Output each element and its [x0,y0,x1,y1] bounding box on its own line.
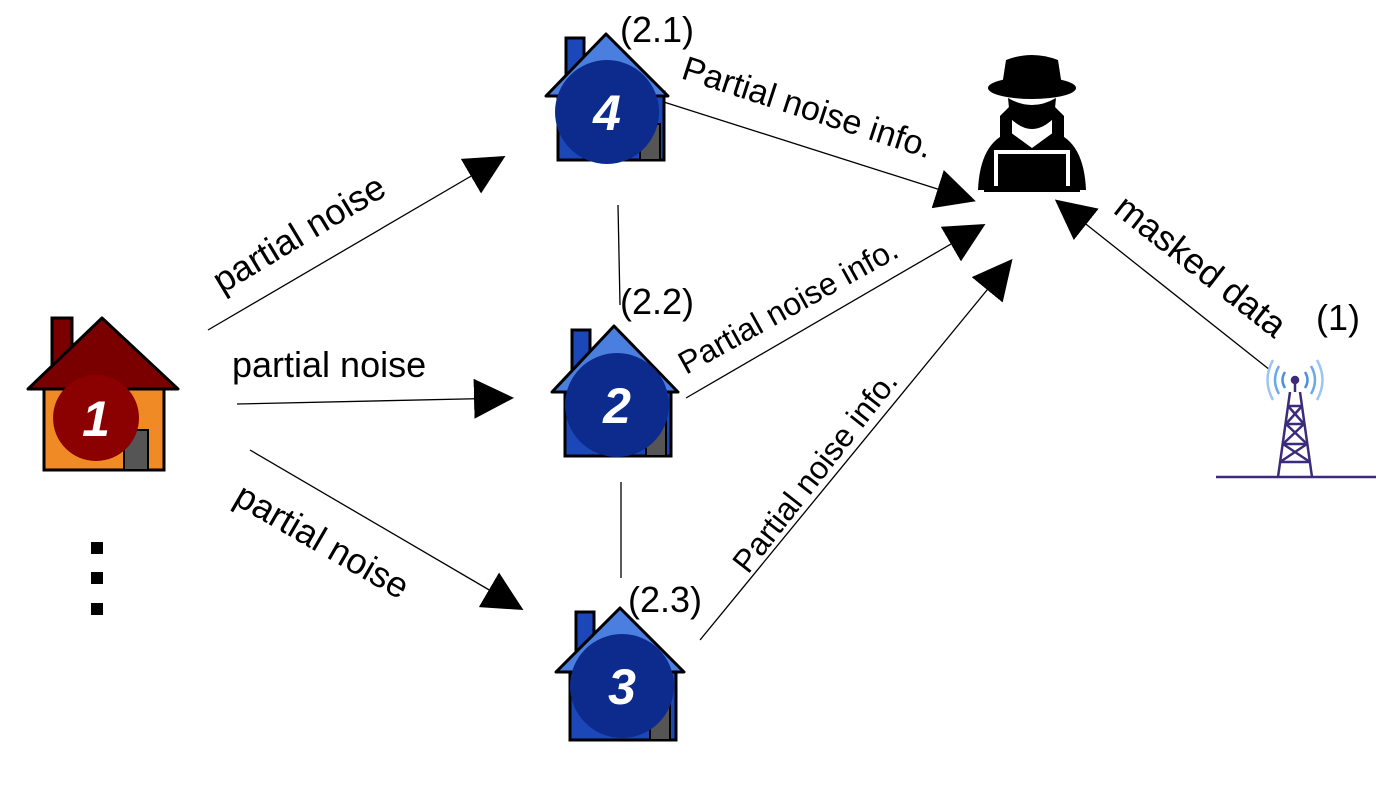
house-2-badge [565,353,669,457]
arrow-h3-to-attacker [699,258,1013,641]
label-h3-noise-info: Partial noise info. [725,364,904,580]
step-label-h2: (2.2) [620,281,694,322]
house-1: 1 [26,316,180,472]
label-h2-noise-info: Partial noise info. [672,231,904,381]
arrow-to-h3 [249,449,524,611]
label-h4-noise-info: Partial noise info. [678,49,938,166]
house-2: 2 [550,324,680,458]
house-3: 3 [554,606,686,742]
house-3-badge [570,634,674,738]
label-partial-noise-to-h4: partial noise [205,166,393,301]
arrow-tower-to-attacker [1054,199,1271,371]
step-label-tower: (1) [1316,297,1360,338]
house-2-number: 2 [602,378,631,434]
arrow-h2-to-attacker [685,223,986,399]
link-h4-h2 [617,204,621,306]
house-4: 4 [544,32,670,164]
label-masked-data: masked data [1107,186,1295,346]
arrow-to-h4 [207,155,506,331]
house-4-number: 4 [592,85,621,141]
house-1-badge [53,375,139,461]
step-label-h4: (2.1) [620,9,694,50]
house-4-badge [555,60,659,164]
label-partial-noise-to-h3: partial noise [228,474,417,607]
hacker-icon [978,55,1086,192]
arrow-to-h2 [236,378,514,419]
house-1-number: 1 [82,391,110,447]
more-houses-ellipsis [91,542,103,615]
label-partial-noise-to-h2: partial noise [232,344,426,385]
arrow-h4-to-attacker [647,96,976,209]
radio-tower-icon [1216,359,1376,479]
step-label-h3: (2.3) [628,579,702,620]
house-3-number: 3 [608,659,636,715]
